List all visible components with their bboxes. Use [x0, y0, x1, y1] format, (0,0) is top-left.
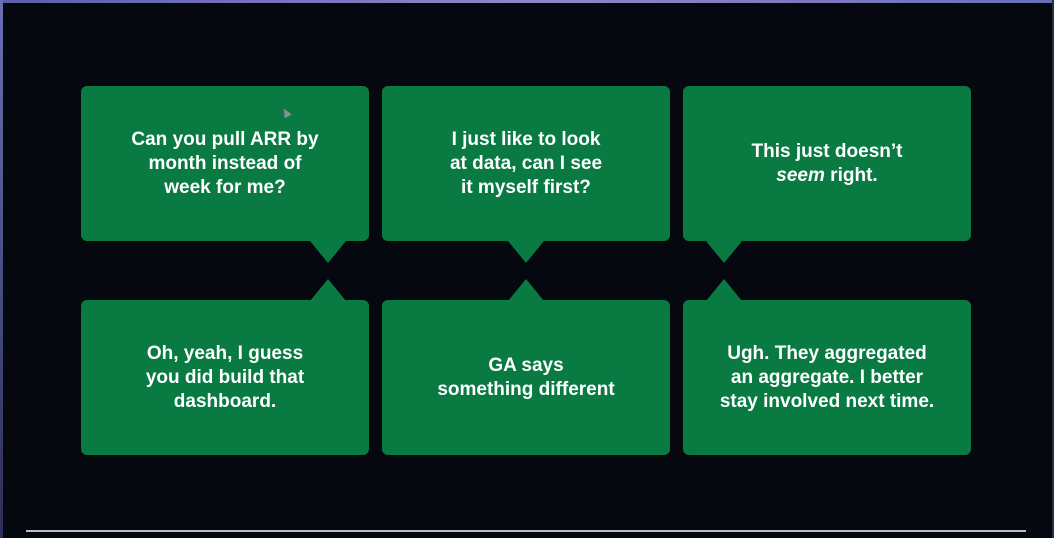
speech-bubble-4-tail [310, 279, 346, 301]
window-top-border [0, 0, 1054, 3]
speech-bubble-5-tail [508, 279, 544, 301]
window-left-border [0, 0, 3, 538]
speech-bubble-1: Can you pull ARR by month instead of wee… [81, 86, 369, 241]
bottom-divider [26, 530, 1026, 532]
speech-bubble-1-text: Can you pull ARR by month instead of wee… [131, 128, 319, 198]
presentation-slide [3, 3, 1052, 538]
speech-bubble-2-text: I just like to look at data, can I see i… [449, 128, 603, 198]
speech-bubble-4: Oh, yeah, I guess you did build that das… [81, 300, 369, 455]
speech-bubble-3-emphasis: seem [776, 164, 825, 186]
speech-bubble-5-text: GA says something different [437, 354, 615, 400]
speech-bubble-3-tail [706, 241, 742, 263]
speech-bubble-4-text: Oh, yeah, I guess you did build that das… [145, 342, 305, 412]
window-right-border [1052, 0, 1054, 538]
speech-bubble-1-tail [310, 241, 346, 263]
speech-bubble-2: I just like to look at data, can I see i… [382, 86, 670, 241]
speech-bubble-5: GA says something different [382, 300, 670, 455]
speech-bubble-2-tail [508, 241, 544, 263]
speech-bubble-3-rest: right. [824, 164, 878, 186]
speech-bubble-6: Ugh. They aggregated an aggregate. I bet… [683, 300, 971, 455]
speech-bubble-6-text: Ugh. They aggregated an aggregate. I bet… [719, 342, 935, 412]
speech-bubble-6-tail [706, 279, 742, 301]
speech-bubble-3-line1: This just doesn’t [751, 140, 903, 162]
